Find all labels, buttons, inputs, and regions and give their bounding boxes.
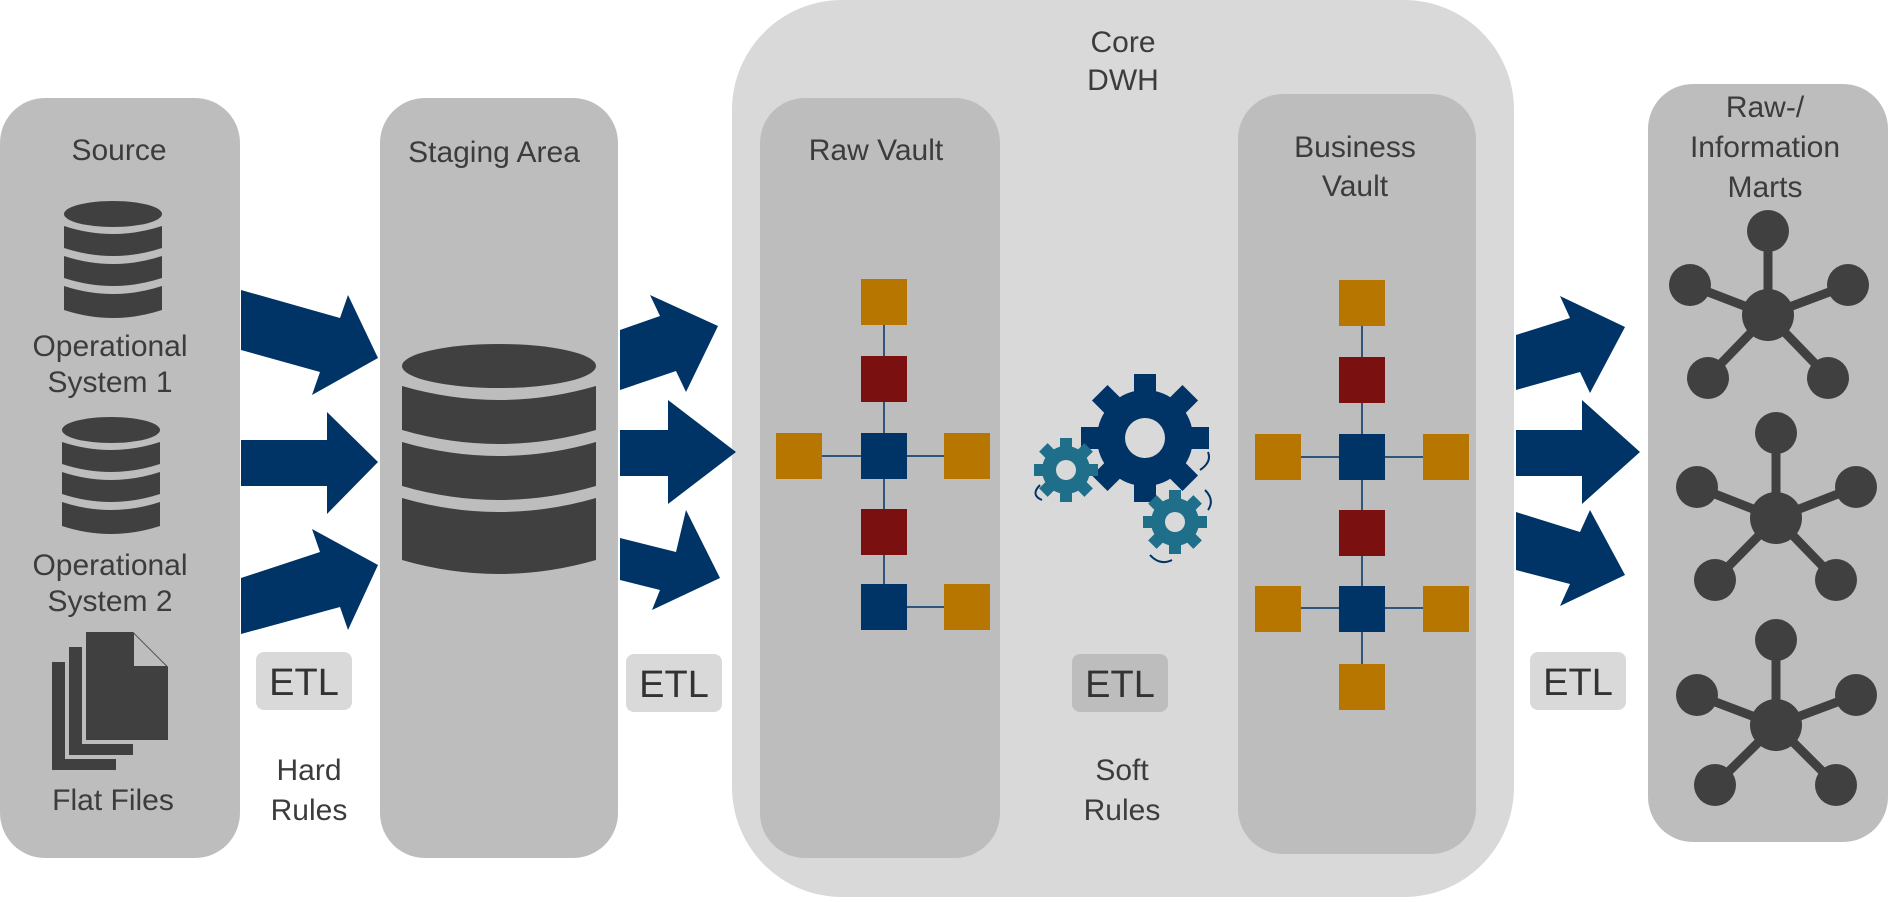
etl-badge-marts: ETL — [1530, 652, 1626, 710]
arrow-right-icon — [241, 529, 378, 634]
flat-files-label: Flat Files — [52, 784, 174, 817]
system1-label-line1: Operational — [32, 330, 187, 363]
arrow-right-icon — [620, 400, 736, 504]
marts-title-line1: Raw-/ — [1726, 91, 1805, 124]
source-to-staging-arrows — [241, 290, 378, 634]
staging-to-raw-vault-arrows — [620, 295, 736, 610]
arrow-right-icon — [1516, 510, 1625, 606]
etl-label: ETL — [1085, 664, 1155, 706]
business-vault-title-line1: Business — [1294, 131, 1416, 164]
arrow-right-icon — [1516, 296, 1625, 393]
marts-panel — [1648, 84, 1888, 842]
business-vault-to-marts-arrows — [1516, 296, 1640, 606]
etl-label: ETL — [1543, 662, 1613, 704]
etl-label: ETL — [269, 662, 339, 704]
star-schema-icon — [1676, 619, 1877, 806]
arrow-right-icon — [241, 290, 378, 395]
database-icon — [62, 417, 160, 534]
star-schema-icon — [1669, 210, 1869, 399]
soft-rules-line2: Rules — [1084, 794, 1161, 827]
hard-rules-line1: Hard — [276, 754, 341, 787]
arrow-right-icon — [620, 295, 718, 392]
etl-badge-source-staging: ETL — [256, 652, 352, 710]
marts-title-line3: Marts — [1728, 171, 1803, 204]
arrow-right-icon — [241, 412, 378, 514]
arrow-right-icon — [1516, 400, 1640, 504]
system2-label-line1: Operational — [32, 549, 187, 582]
arrow-right-icon — [620, 510, 720, 610]
marts-title-line2: Information — [1690, 131, 1840, 164]
staging-database-icon — [402, 344, 596, 574]
business-vault-title-line2: Vault — [1322, 170, 1389, 203]
raw-vault-model-icon — [776, 279, 990, 630]
database-icon — [64, 201, 162, 318]
star-schema-icon — [1676, 412, 1877, 601]
system1-label-line2: System 1 — [47, 366, 172, 399]
hard-rules-line2: Rules — [271, 794, 348, 827]
soft-rules-line1: Soft — [1095, 754, 1149, 787]
core-dwh-title-line1: Core — [1090, 26, 1155, 59]
staging-title: Staging Area — [408, 136, 580, 169]
etl-label: ETL — [639, 664, 709, 706]
files-icon — [48, 628, 172, 774]
core-dwh-title-line2: DWH — [1087, 64, 1159, 97]
business-vault-model-icon — [1255, 280, 1469, 710]
etl-badge-staging-raw-vault: ETL — [626, 654, 722, 712]
raw-vault-title: Raw Vault — [809, 134, 944, 167]
etl-badge-soft-rules: ETL — [1072, 654, 1168, 712]
system2-label-line2: System 2 — [47, 585, 172, 618]
source-title: Source — [71, 134, 166, 167]
